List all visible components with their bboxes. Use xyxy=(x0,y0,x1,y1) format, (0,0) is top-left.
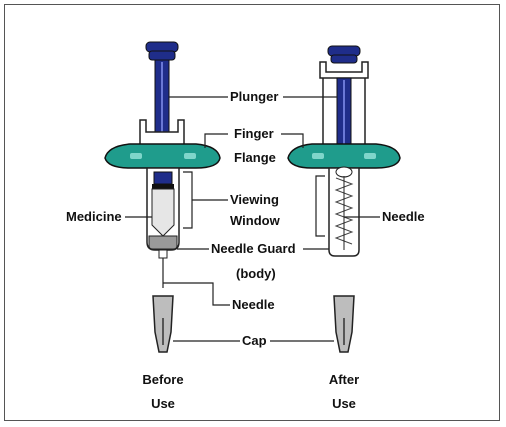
diagram-frame xyxy=(4,4,500,421)
finger-flange-before xyxy=(104,143,221,169)
label-after: After xyxy=(328,372,360,387)
label-flange: Flange xyxy=(234,150,276,165)
label-after-use: Use xyxy=(332,396,356,411)
leader-lines xyxy=(125,96,380,342)
finger-flange-after xyxy=(287,143,401,169)
label-viewing: Viewing xyxy=(230,192,279,207)
label-before-use: Use xyxy=(151,396,175,411)
medicine-liquid xyxy=(151,188,175,237)
stopper-before xyxy=(153,171,173,185)
label-medicine: Medicine xyxy=(66,209,122,224)
label-body: (body) xyxy=(236,266,276,281)
label-needle: Needle xyxy=(232,297,275,312)
label-before: Before xyxy=(142,372,184,387)
label-needle-guard: Needle Guard xyxy=(211,241,296,256)
label-cap: Cap xyxy=(242,333,267,348)
label-needle-right: Needle xyxy=(382,209,425,224)
syringe-before-use xyxy=(104,41,221,353)
label-window: Window xyxy=(230,213,280,228)
label-finger: Finger xyxy=(234,126,274,141)
syringe-after-use xyxy=(287,45,401,353)
needle-guard-tip-before xyxy=(148,235,178,250)
label-plunger: Plunger xyxy=(230,89,279,104)
